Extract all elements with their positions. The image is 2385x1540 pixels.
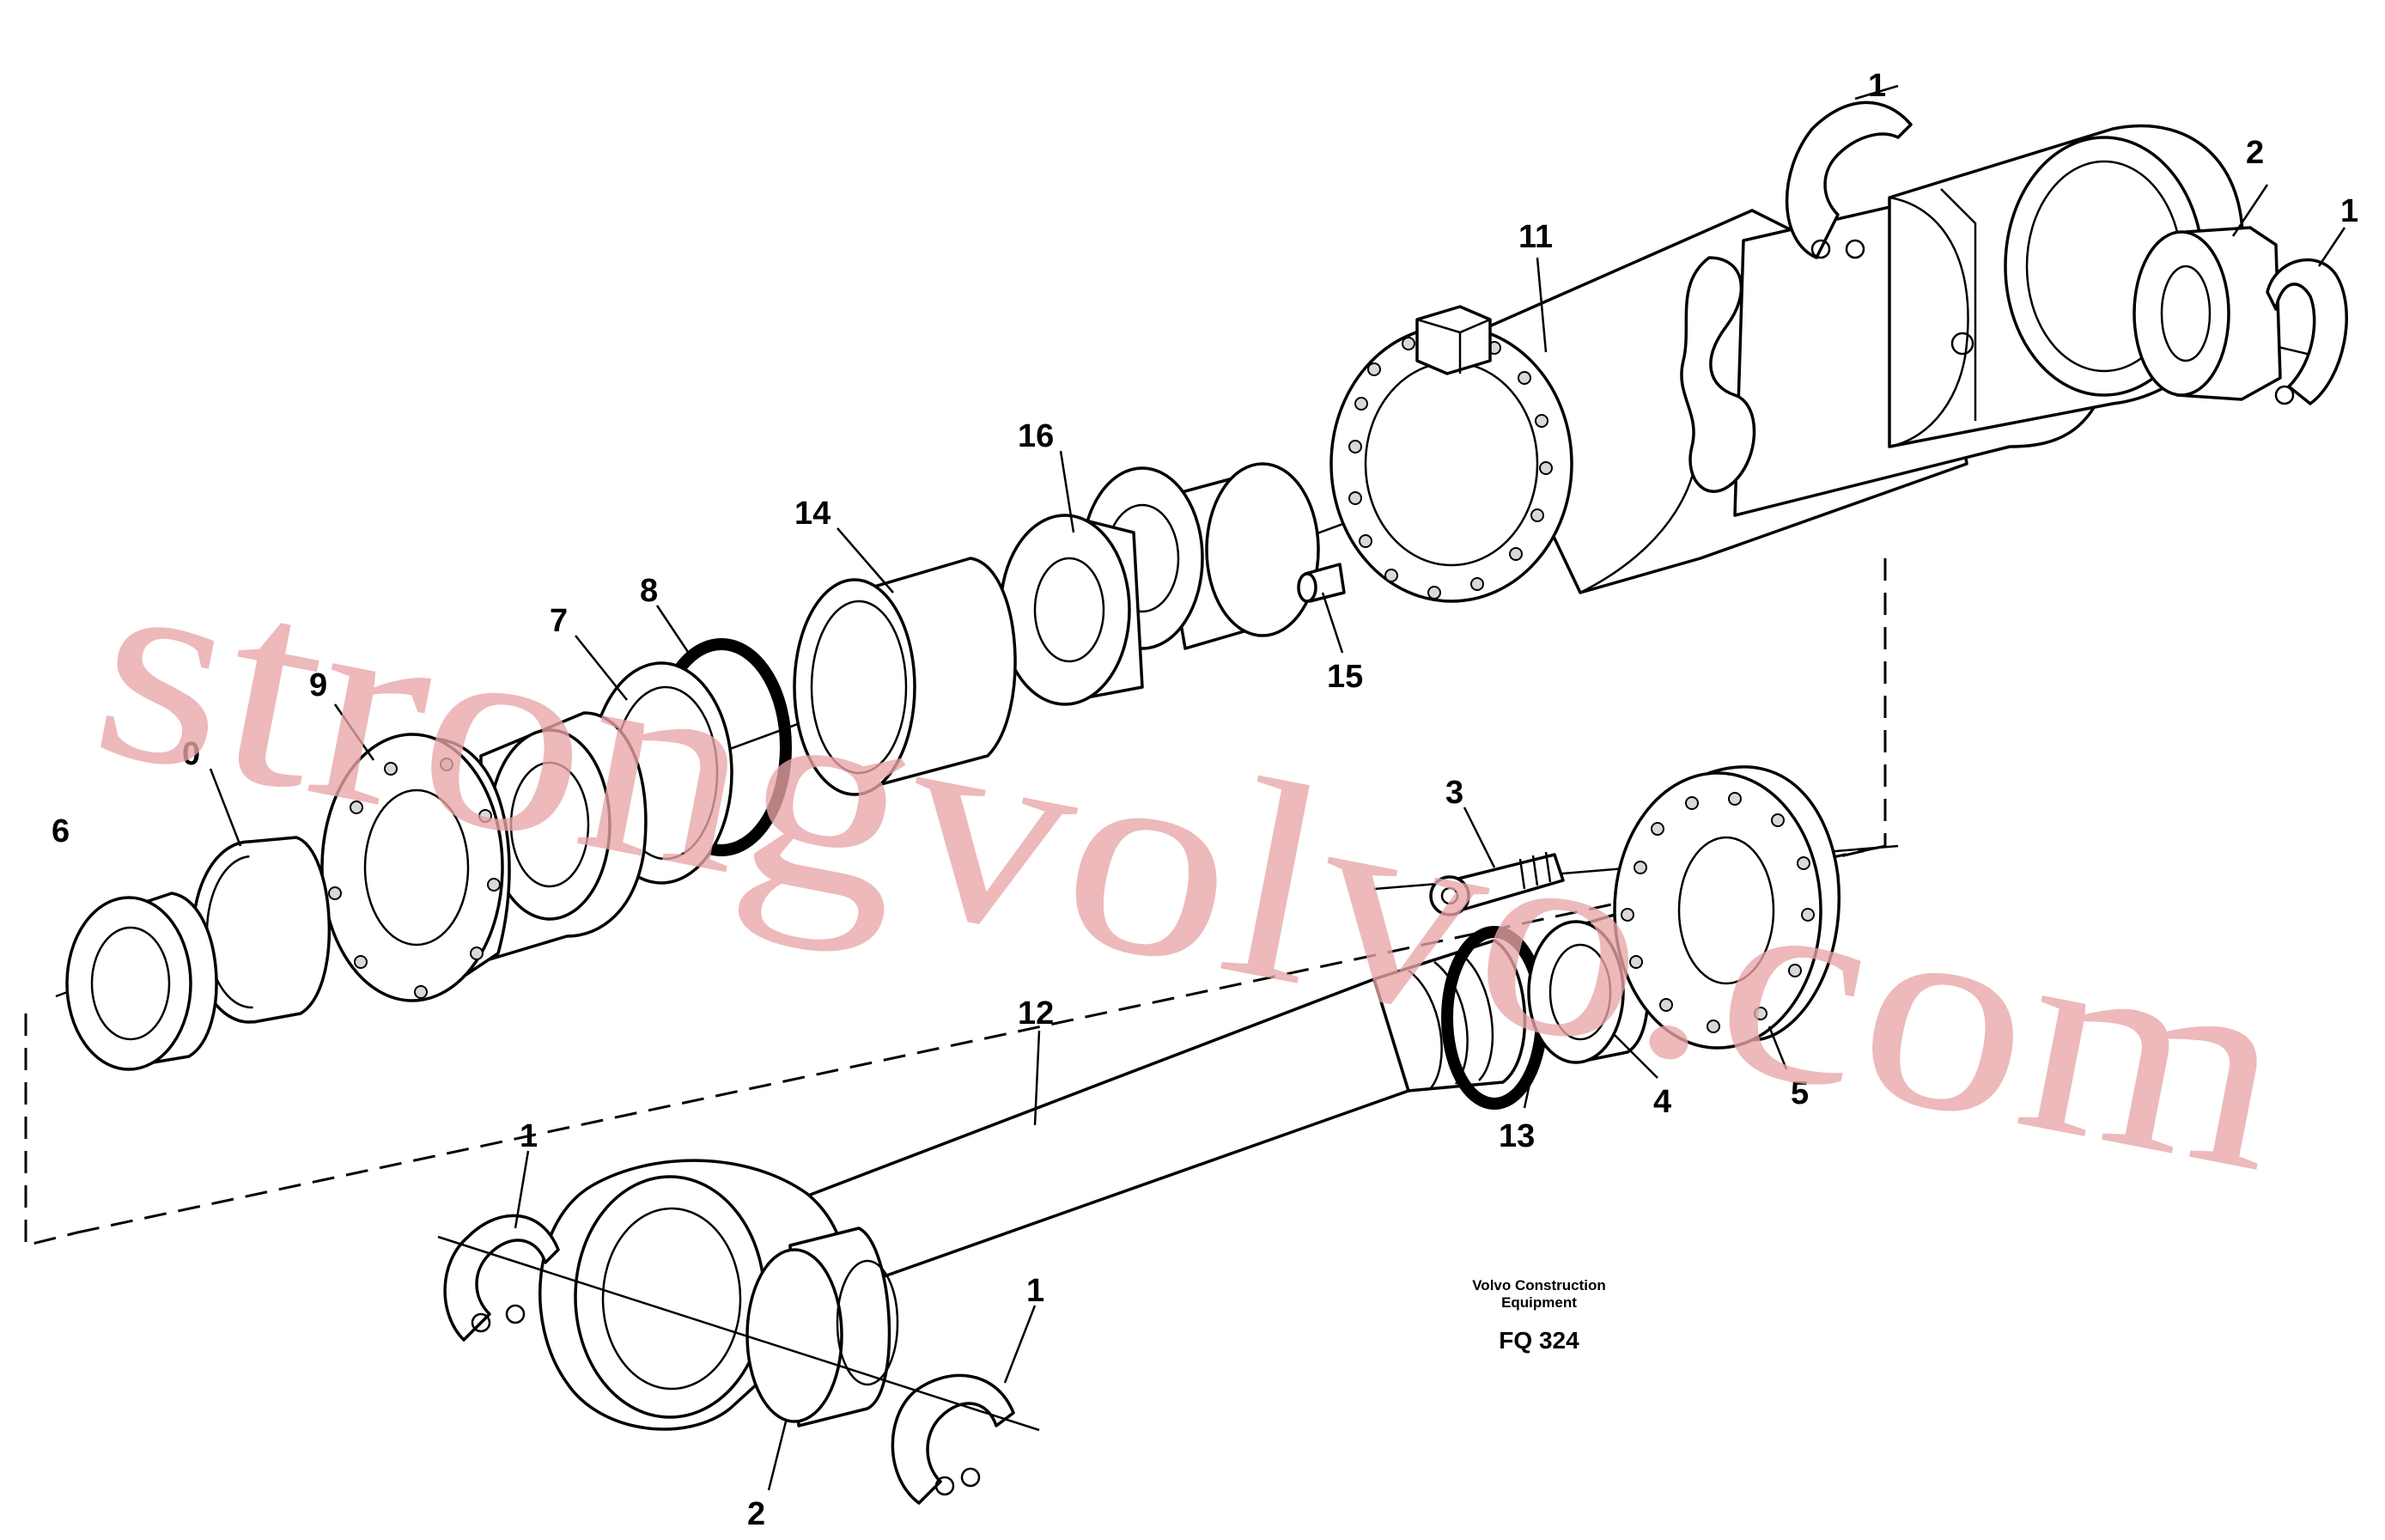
callout-15: 15 [1327,659,1363,695]
callout-2-top: 2 [2246,135,2264,171]
part-2-bushing-lower [745,1227,899,1427]
leader-lines [209,84,2346,1491]
part-16-piston-ring [999,514,1144,706]
callout-8: 8 [640,573,658,609]
part-1-circlip-top-left [1785,100,1913,259]
part-9-flange [320,733,511,1002]
callout-9: 9 [309,667,327,703]
callout-2-lower: 2 [747,1496,765,1532]
callout-10: 0 [182,736,200,772]
callout-5: 5 [1791,1075,1809,1111]
brand-line-1: Volvo Construction [1472,1277,1606,1293]
part-14-guide-sleeve [793,557,1017,796]
lower-eye-centerline [437,1235,1040,1432]
callout-1-lower-left: 1 [520,1118,538,1154]
part-1-circlip-lower-right [891,1373,1015,1505]
callout-1-right: 1 [2340,193,2358,229]
part-3-bolt [1429,851,1565,916]
callout-16: 16 [1018,418,1054,454]
callout-14: 14 [794,496,830,532]
part-16-piston [1080,462,1320,650]
lube-nipple-boss [1415,305,1492,375]
callout-6: 6 [52,813,70,849]
part-2-bushing-upper [2133,226,2282,401]
part-1-circlip-top-right [2266,258,2348,405]
part-6-wiper [65,892,218,1071]
figure-id: FQ 324 [1499,1327,1579,1354]
cylinder-head [479,711,648,964]
callout-11: 11 [1518,219,1553,255]
callout-1-lower-right: 1 [1026,1273,1044,1309]
part-15-set-screw [1297,563,1346,603]
callout-7: 7 [550,603,568,639]
brand-line-2: Equipment [1501,1294,1577,1311]
callout-13: 13 [1499,1118,1535,1154]
part-5-rod-flange [1613,765,1840,1050]
part-10-ring [192,836,332,1024]
part-12-piston-rod [788,939,1527,1290]
callout-1-top: 1 [1868,68,1886,104]
callouts: 1 2 1 11 16 15 14 8 7 9 0 6 3 12 13 5 4 … [52,68,2358,1532]
callout-4: 4 [1653,1084,1671,1120]
callout-3: 3 [1445,775,1463,811]
callout-12: 12 [1018,995,1054,1032]
